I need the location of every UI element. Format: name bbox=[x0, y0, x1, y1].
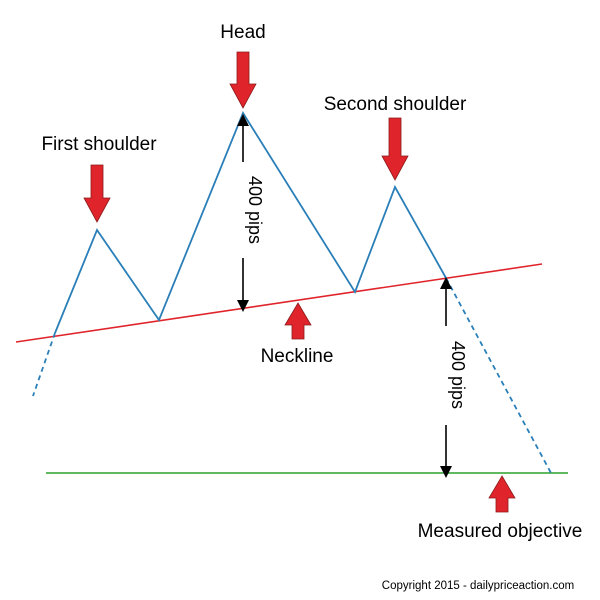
target-distance-label: 400 pips bbox=[448, 341, 468, 409]
first-shoulder-label: First shoulder bbox=[41, 134, 157, 155]
first-shoulder-marker-down-arrow-icon bbox=[83, 164, 111, 223]
neckline-label: Neckline bbox=[261, 346, 334, 367]
neckline-marker-up-arrow-icon bbox=[284, 302, 312, 340]
copyright-text: Copyright 2015 - dailypriceaction.com bbox=[382, 580, 574, 592]
neckline-line bbox=[15, 263, 543, 343]
second-shoulder-label: Second shoulder bbox=[324, 94, 467, 115]
measured-objective-label: Measured objective bbox=[418, 521, 583, 542]
price-path bbox=[54, 111, 447, 334]
head-height-label: 400 pips bbox=[245, 176, 265, 244]
head-marker-down-arrow-icon bbox=[229, 51, 257, 109]
objective-marker-up-arrow-icon bbox=[488, 475, 516, 513]
price-path-breakdown bbox=[445, 277, 552, 474]
second-shoulder-marker-down-arrow-icon bbox=[381, 117, 409, 181]
price-path-extension-left bbox=[32, 332, 56, 397]
head-label: Head bbox=[220, 22, 265, 43]
